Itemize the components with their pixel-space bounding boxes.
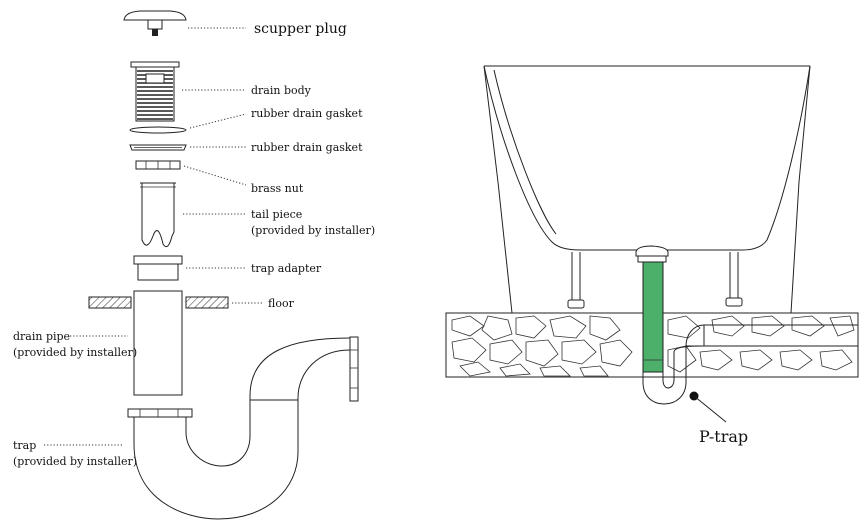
gasket-lower-part [129,144,187,151]
drain-body-label: drain body [251,84,312,97]
bathtub-legs [567,252,743,309]
scupper-plug-label: scupper plug [254,21,347,37]
gasket-upper-label: rubber drain gasket [251,107,363,120]
drain-pipe-note: (provided by installer) [13,346,137,359]
trap-part [127,336,359,520]
installed-drain-pipe [635,245,669,373]
tail-piece-label: tail piece [251,208,302,221]
brass-nut-part [135,160,181,170]
gasket-upper-part [129,126,187,134]
installed-p-trap [642,324,705,405]
brass-nut-label: brass nut [251,182,304,195]
drain-body-part [130,61,180,122]
p-trap-label: P-trap [699,427,748,446]
drain-pipe-label: drain pipe [13,330,70,343]
scupper-plug-part [123,10,187,36]
green-drain-pipe [642,261,664,373]
gasket-upper-leader [189,113,247,129]
trap-label: trap [13,439,36,452]
floor-label: floor [268,297,295,310]
drain-pipe-part [133,290,183,396]
trap-note: (provided by installer) [13,455,137,468]
floor-hatch [88,296,229,309]
p-trap-leader [693,395,727,423]
exploded-view: scupper plug drain body rubber drain gas… [13,10,375,520]
trap-adapter-part [133,255,183,281]
gasket-lower-label: rubber drain gasket [251,141,363,154]
trap-adapter-label: trap adapter [251,262,322,275]
installed-view: P-trap [445,65,859,446]
tail-piece-note: (provided by installer) [251,224,375,237]
tail-piece-part [140,182,176,248]
brass-nut-leader [183,165,247,186]
